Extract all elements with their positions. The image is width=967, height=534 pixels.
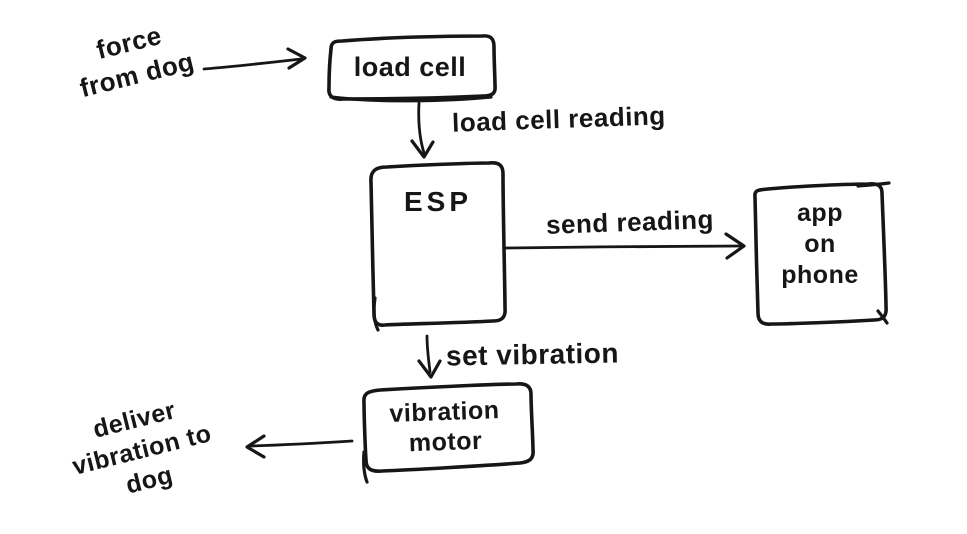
arrow-force-to-load-cell-line bbox=[202, 57, 303, 71]
arrow-esp-to-app-head bbox=[724, 232, 746, 260]
arrow-vibration-motor-to-dog-head bbox=[245, 434, 266, 459]
arrow-esp-to-vibration-motor bbox=[417, 334, 442, 379]
esp-box bbox=[369, 161, 507, 332]
load-cell-box-outline bbox=[327, 34, 497, 101]
vibration-motor-box bbox=[362, 382, 535, 484]
app-on-phone-line1: app bbox=[797, 199, 843, 227]
set-vibration-label: set vibration bbox=[445, 337, 620, 372]
arrow-vibration-motor-to-dog-line bbox=[249, 439, 354, 448]
arrow-esp-to-vibration-motor-head bbox=[417, 359, 442, 379]
load-cell-label: load cell bbox=[353, 52, 467, 82]
vibration-motor-line2: motor bbox=[408, 426, 483, 458]
arrow-vibration-motor-to-dog bbox=[245, 434, 354, 459]
app-on-phone-box-corner-tick bbox=[876, 309, 889, 325]
arrow-esp-to-app-line bbox=[504, 244, 742, 250]
arrow-force-to-load-cell-head bbox=[286, 47, 307, 70]
esp-label: ESP bbox=[404, 186, 473, 217]
vibration-motor-box-outline bbox=[362, 382, 535, 473]
app-on-phone-box bbox=[753, 181, 891, 326]
vibration-motor-box-overstroke bbox=[362, 450, 369, 484]
esp-box-overstroke bbox=[372, 296, 380, 332]
app-on-phone-box-overstroke bbox=[856, 181, 891, 188]
arrow-load-cell-to-esp-line bbox=[417, 101, 426, 155]
load-cell-box-overstroke bbox=[329, 95, 493, 103]
app-on-phone-label: app on phone bbox=[757, 198, 883, 291]
arrow-esp-to-app bbox=[504, 232, 746, 260]
arrow-esp-to-vibration-motor-line bbox=[425, 334, 432, 374]
esp-box-outline bbox=[369, 161, 507, 327]
arrow-load-cell-to-esp bbox=[410, 101, 435, 159]
send-reading-label: send reading bbox=[545, 204, 715, 240]
vibration-motor-label: vibration motor bbox=[359, 394, 531, 460]
arrow-load-cell-to-esp-head bbox=[410, 139, 435, 159]
arrow-force-to-load-cell bbox=[202, 47, 307, 71]
load-cell-box bbox=[327, 34, 497, 103]
app-on-phone-line3: phone bbox=[781, 261, 859, 289]
app-on-phone-line2: on bbox=[804, 230, 836, 258]
